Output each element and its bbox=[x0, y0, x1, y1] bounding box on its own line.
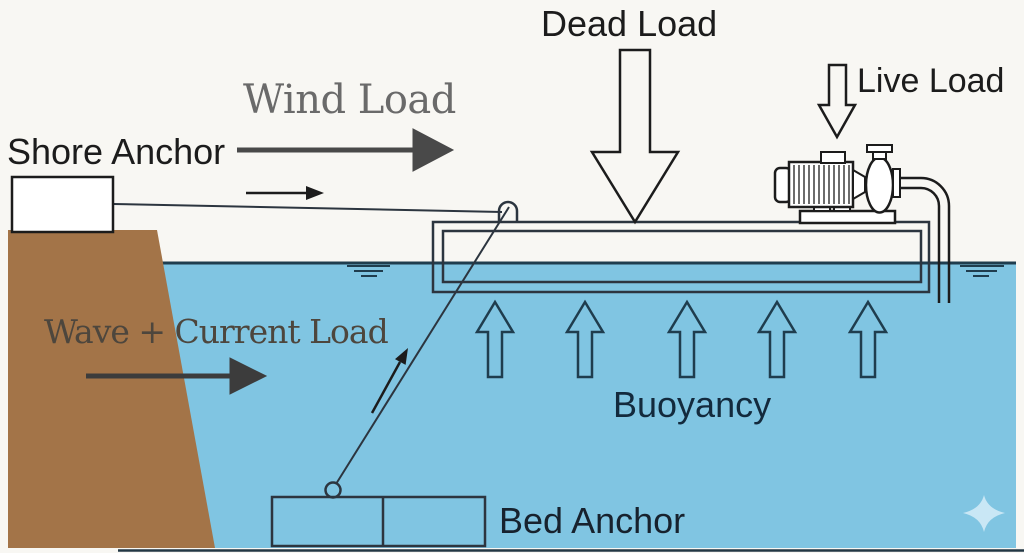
pontoon-eyelet bbox=[497, 200, 519, 222]
buoyancy-label: Buoyancy bbox=[613, 384, 772, 425]
bed-anchor-label: Bed Anchor bbox=[499, 500, 686, 541]
wind-load-label: Wind Load bbox=[243, 77, 456, 123]
buoyancy-arrow bbox=[666, 299, 708, 379]
discharge-pipe bbox=[900, 176, 951, 303]
bed-anchor-box bbox=[270, 495, 487, 548]
cable-direction-arrow bbox=[370, 348, 408, 414]
wave-current-load-label: Wave + Current Load bbox=[44, 312, 389, 351]
shore-anchor-box bbox=[10, 175, 115, 234]
live-load-arrow bbox=[816, 63, 858, 140]
water-ripple-left bbox=[347, 265, 390, 277]
dead-load-arrow bbox=[589, 48, 681, 225]
water-ripple-right bbox=[960, 265, 1004, 277]
mooring-cable-shore bbox=[112, 203, 503, 213]
wind-load-arrow bbox=[237, 128, 455, 172]
wave-current-arrow bbox=[86, 357, 268, 395]
buoyancy-arrow bbox=[474, 299, 516, 379]
bed-anchor-ring bbox=[324, 481, 342, 499]
buoyancy-arrows bbox=[474, 299, 889, 379]
dead-load-label: Dead Load bbox=[541, 3, 718, 44]
buoyancy-arrow bbox=[847, 299, 889, 379]
buoyancy-arrow bbox=[564, 299, 606, 379]
shore-anchor-label: Shore Anchor bbox=[7, 131, 226, 172]
cable-tension-arrow bbox=[246, 186, 324, 200]
live-load-label: Live Load bbox=[857, 62, 1005, 100]
pump-icon bbox=[773, 144, 901, 225]
motor-fins bbox=[793, 165, 850, 204]
shore-bank bbox=[8, 230, 215, 548]
buoyancy-arrow bbox=[756, 299, 798, 379]
sparkle-icon bbox=[963, 495, 1005, 532]
pontoon bbox=[431, 220, 931, 294]
mooring-cable-bed bbox=[335, 206, 510, 485]
